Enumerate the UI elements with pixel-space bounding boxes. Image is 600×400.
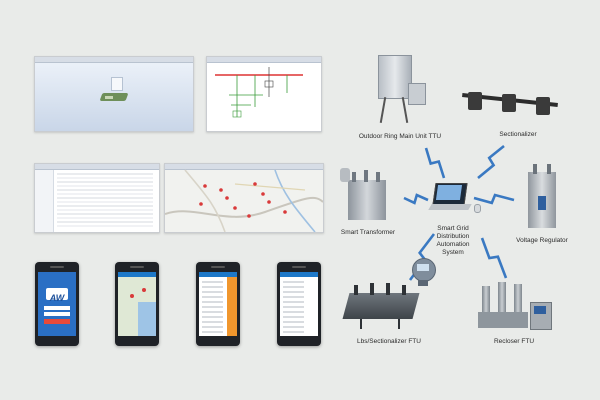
map-marker: [233, 206, 237, 210]
login-device-illustration: [99, 77, 131, 107]
recloser-device: [474, 282, 554, 332]
orange-column: [227, 277, 237, 336]
lightning-bolt: [424, 147, 446, 179]
map-marker: [203, 184, 207, 188]
laptop-icon: [428, 183, 472, 217]
window-titlebar: [35, 57, 193, 63]
center-label-line: Smart Grid: [437, 225, 469, 232]
tree-sidebar: [35, 170, 54, 232]
app-logo: AW: [46, 288, 68, 303]
phone-list: [277, 262, 321, 346]
map-marker: [253, 182, 257, 186]
screenshot-login-desktop: [34, 56, 194, 132]
lbs-device: [340, 283, 422, 329]
phone-login: AW: [35, 262, 79, 346]
phone-map: [115, 262, 159, 346]
center-label-line: Automation: [436, 241, 470, 248]
voltage-regulator-label: Voltage Regulator: [516, 237, 568, 244]
login-button[interactable]: [44, 319, 70, 324]
password-input[interactable]: [44, 312, 70, 316]
list-lines: [283, 281, 304, 333]
lightning-bolt: [480, 237, 508, 279]
map-marker: [199, 202, 203, 206]
lightning-bolt: [473, 193, 515, 205]
single-line-diagram: [215, 67, 303, 118]
window-titlebar: [207, 57, 321, 63]
transformer-label: Smart Transformer: [340, 229, 396, 236]
lbs-label: Lbs/Sectionalizer FTU: [357, 338, 421, 345]
username-input[interactable]: [44, 306, 70, 310]
map-marker: [283, 210, 287, 214]
screenshot-data-table: [34, 163, 160, 233]
center-label-line: System: [442, 249, 464, 256]
map-marker: [219, 188, 223, 192]
ttu-label: Outdoor Ring Main Unit TTU: [358, 133, 442, 140]
list-lines: [202, 281, 223, 333]
center-label: Smart Grid Distribution Automation Syste…: [418, 225, 488, 257]
lightning-bolt: [477, 144, 505, 180]
window-titlebar: [165, 164, 323, 170]
phone-map-marker: [130, 294, 134, 298]
meter-device: [410, 258, 436, 288]
map-marker: [267, 200, 271, 204]
map-marker: [225, 196, 229, 200]
table-rows: [57, 173, 153, 227]
screenshot-single-line-diagram: [206, 56, 322, 132]
mouse-icon: [474, 204, 481, 213]
sectionalizer-label: Sectionalizer: [499, 131, 537, 138]
lightning-bolt: [403, 193, 429, 205]
transformer-device: [338, 164, 394, 224]
center-label-line: Distribution: [436, 233, 470, 240]
recloser-label: Recloser FTU: [493, 338, 535, 345]
map-markers: [199, 182, 287, 218]
map-view: [165, 169, 323, 232]
map-marker: [247, 214, 251, 218]
window-titlebar: [35, 164, 159, 170]
app-logo-text: AW: [49, 293, 65, 303]
map-marker: [261, 192, 265, 196]
ttu-device: [372, 55, 428, 125]
phone-map-marker: [142, 288, 146, 292]
phone-map-water: [138, 302, 156, 336]
sectionalizer-device: [462, 88, 558, 116]
phone-list-orange: [196, 262, 240, 346]
screenshot-map: [164, 163, 324, 233]
voltage-regulator-device: [520, 162, 564, 232]
